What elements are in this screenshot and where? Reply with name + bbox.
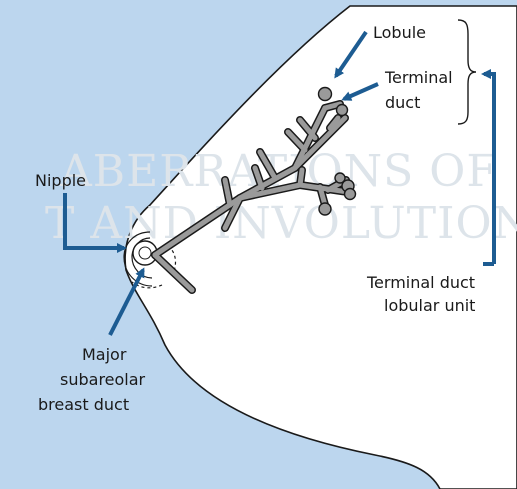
label-lobule: Lobule (373, 23, 426, 42)
label-tdlu-1: Terminal duct (366, 273, 475, 292)
label-major-duct-2: subareolar (60, 370, 146, 389)
label-tdlu-2: lobular unit (384, 296, 475, 315)
label-major-duct-3: breast duct (38, 395, 129, 414)
label-terminal-duct-2: duct (385, 93, 420, 112)
label-major-duct-1: Major (82, 345, 127, 364)
label-terminal-duct-1: Terminal (384, 68, 453, 87)
watermark-line-2: T AND INVOLUTION (45, 198, 517, 249)
lobule-top (319, 88, 332, 101)
label-nipple: Nipple (35, 171, 86, 190)
watermark: ABERRATIONS OF T AND INVOLUTION (45, 146, 517, 249)
